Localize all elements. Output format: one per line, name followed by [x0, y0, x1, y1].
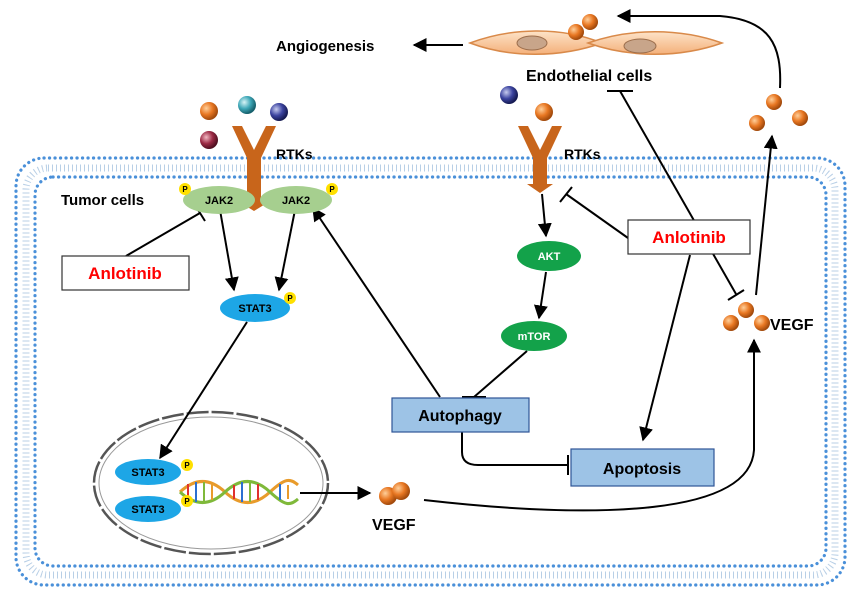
autophagy-box: Autophagy	[391, 397, 530, 433]
vegf-balls-outside-right	[749, 94, 808, 131]
jak2-right-label: JAK2	[282, 195, 310, 207]
anlotinib-right-label: Anlotinib	[652, 228, 726, 247]
tumor-cells-label: Tumor cells	[61, 192, 144, 209]
apoptosis-box: Apoptosis	[570, 448, 715, 487]
stat3-nucleus-bottom: STAT3	[115, 496, 181, 522]
vegf-balls-inside-right	[723, 302, 770, 331]
stat3-nucleus-top: STAT3	[115, 459, 181, 485]
phospho-jak2-right: P	[329, 185, 335, 194]
phospho-jak2-left: P	[182, 185, 188, 194]
jak2-left: JAK2	[183, 186, 255, 214]
angiogenesis-label: Angiogenesis	[276, 38, 374, 55]
rtks-left-label: RTKs	[276, 146, 313, 162]
mtor-label: mTOR	[518, 331, 551, 343]
autophagy-label: Autophagy	[418, 408, 502, 425]
cell-membrane	[14, 156, 847, 587]
endothelial-cell-right	[585, 31, 725, 55]
jak2-right: JAK2	[260, 186, 332, 214]
vegf-balls-bottom	[379, 482, 410, 505]
stat3-cyto-label: STAT3	[238, 303, 271, 315]
anlotinib-box-right: Anlotinib	[627, 219, 751, 255]
dna-helix	[178, 478, 299, 506]
rtk-receptor-right	[518, 126, 562, 193]
phospho-stat3-cyto: P	[287, 294, 293, 303]
vegf-balls-top	[568, 14, 598, 40]
akt-label: AKT	[538, 251, 561, 263]
vegf-right-label: VEGF	[770, 317, 814, 334]
phospho-badges: P P P P P	[179, 183, 338, 507]
ligand-balls-left	[200, 96, 288, 149]
mtor-node: mTOR	[501, 321, 567, 351]
stat3-nuc-top-label: STAT3	[131, 467, 164, 479]
phospho-stat3-nuc-bottom: P	[184, 497, 190, 506]
jak2-left-label: JAK2	[205, 195, 233, 207]
stat3-nuc-bottom-label: STAT3	[131, 504, 164, 516]
akt-node: AKT	[517, 241, 581, 271]
vegf-bottom-label: VEGF	[372, 517, 416, 534]
nucleus	[92, 410, 330, 556]
apoptosis-label: Apoptosis	[603, 461, 681, 478]
rtk-receptor-left	[232, 126, 276, 211]
stat3-cytoplasm: STAT3	[220, 294, 290, 322]
anlotinib-box-left: Anlotinib	[61, 255, 190, 291]
phospho-stat3-nuc-top: P	[184, 461, 190, 470]
ligand-balls-right	[500, 86, 553, 121]
endothelial-cells-label: Endothelial cells	[526, 68, 652, 85]
rtks-right-label: RTKs	[564, 146, 601, 162]
anlotinib-left-label: Anlotinib	[88, 264, 162, 283]
connectors	[125, 9, 782, 512]
